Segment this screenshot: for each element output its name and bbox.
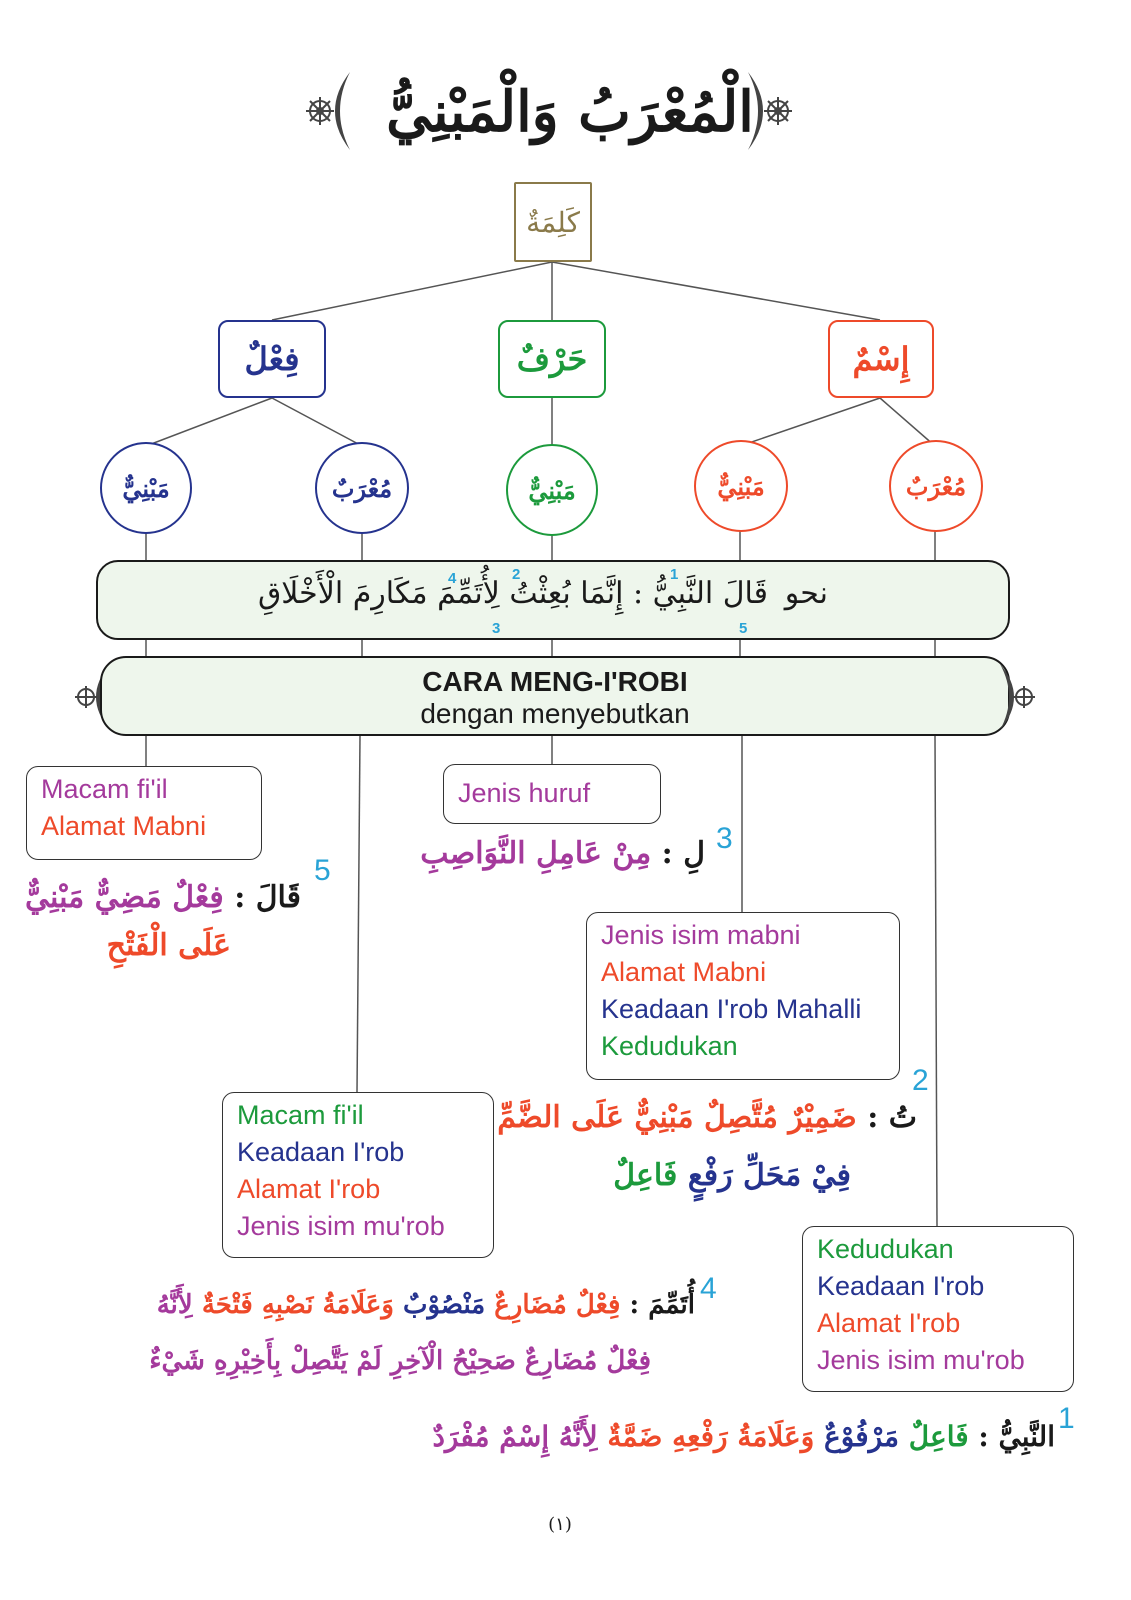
analysis-5-text1: فِعْلٌ مَضِيٌّ مَبْنِيٌّ bbox=[25, 880, 224, 915]
category-node-harf: حَرْفٌ bbox=[498, 320, 606, 398]
title-ornament-right bbox=[730, 66, 800, 156]
leaf-label-harf-mabni: مَبْنِيٌّ bbox=[528, 476, 575, 505]
box-isim-murob-line1: Kedudukan bbox=[817, 1231, 1059, 1268]
analysis-1-line: النَّبِيُّ : فَاعِلٌ مَرْفُوْعٌ وَعَلَام… bbox=[432, 1420, 1055, 1453]
analysis-3-text: مِنْ عَامِلِ النَّوَاصِبِ bbox=[420, 836, 651, 871]
category-node-fiil: فِعْلٌ bbox=[218, 320, 326, 398]
box-fiil-mabni-line1: Macam fi'il bbox=[41, 771, 247, 808]
box-harf: Jenis huruf bbox=[443, 764, 661, 824]
analysis-4-text1c: وَعَلَامَةُ نَصْبِهِ فَتْحَةٌ bbox=[202, 1290, 394, 1320]
example-marker-5: 5 bbox=[739, 620, 747, 637]
analysis-3-line: لِ : مِنْ عَامِلِ النَّوَاصِبِ bbox=[420, 836, 705, 871]
example-marker-3: 3 bbox=[492, 620, 500, 637]
leaf-isim-murob: مُعْرَبٌ bbox=[889, 440, 983, 532]
analysis-5-word: قَالَ : bbox=[234, 880, 301, 915]
leaf-harf-mabni: مَبْنِيٌّ bbox=[506, 444, 598, 536]
root-label: كَلِمَةٌ bbox=[526, 206, 580, 239]
category-label-fiil: فِعْلٌ bbox=[245, 340, 300, 378]
analysis-4-text1d: لِأَنَّهُ bbox=[157, 1290, 193, 1320]
leaf-label-isim-mabni: مَبْنِيٌّ bbox=[717, 472, 764, 501]
box-isim-mabni-line2: Alamat Mabni bbox=[601, 954, 885, 991]
box-fiil-murob-line1: Macam fi'il bbox=[237, 1097, 479, 1134]
example-sentence-pill: نحو قَالَ النَّبِيُّ : إِنَّمَا بُعِثْتُ… bbox=[96, 560, 1010, 640]
analysis-1-number: 1 bbox=[1058, 1402, 1075, 1436]
analysis-2-line1: تُ : ضَمِيْرٌ مُتَّصِلٌ مَبْنِيٌّ عَلَى … bbox=[497, 1100, 917, 1135]
page-title: الْمُعْرَبُ وَالْمَبْنِيُّ bbox=[370, 72, 770, 152]
analysis-4-number: 4 bbox=[700, 1272, 717, 1306]
example-marker-2: 2 bbox=[512, 566, 520, 583]
analysis-1-text3: وَعَلَامَةُ رَفْعِهِ ضَمَّةٌ bbox=[607, 1420, 814, 1453]
box-fiil-murob-line3: Alamat I'rob bbox=[237, 1171, 479, 1208]
analysis-5-number: 5 bbox=[314, 854, 331, 888]
box-isim-mabni: Jenis isim mabni Alamat Mabni Keadaan I'… bbox=[586, 912, 900, 1080]
analysis-1-text4: لِأَنَّهُ إِسْمٌ مُفْرَدٌ bbox=[432, 1420, 597, 1453]
banner-ornament-right bbox=[994, 660, 1044, 734]
box-fiil-murob: Macam fi'il Keadaan I'rob Alamat I'rob J… bbox=[222, 1092, 494, 1258]
banner-subtitle: dengan menyebutkan bbox=[102, 698, 1008, 730]
analysis-4-word: أُتَمِّمَ : bbox=[630, 1290, 695, 1320]
analysis-3-word: لِ : bbox=[662, 836, 705, 871]
analysis-2-text2a: فِيْ مَحَلِّ رَفْعٍ bbox=[688, 1158, 851, 1193]
category-label-harf: حَرْفٌ bbox=[517, 340, 588, 378]
box-isim-murob-line4: Jenis isim mu'rob bbox=[817, 1342, 1059, 1379]
title-ornament-left bbox=[298, 66, 368, 156]
example-nahwu-label: نحو bbox=[785, 576, 828, 611]
analysis-5-line1: قَالَ : فِعْلٌ مَضِيٌّ مَبْنِيٌّ bbox=[25, 880, 301, 915]
banner-title: CARA MENG-I'ROBI bbox=[102, 666, 1008, 698]
box-isim-mabni-line3: Keadaan I'rob Mahalli bbox=[601, 991, 885, 1028]
box-fiil-mabni: Macam fi'il Alamat Mabni bbox=[26, 766, 262, 860]
analysis-4-line1: أُتَمِّمَ : فِعْلٌ مُضَارِعٌ مَنْصُوْبٌ … bbox=[157, 1290, 695, 1320]
box-harf-line1: Jenis huruf bbox=[458, 775, 646, 812]
analysis-1-text2: مَرْفُوْعٌ bbox=[824, 1420, 899, 1453]
analysis-2-text2b: فَاعِلٌ bbox=[613, 1158, 677, 1193]
irob-banner: CARA MENG-I'ROBI dengan menyebutkan bbox=[100, 656, 1010, 736]
analysis-2-text1: ضَمِيْرٌ مُتَّصِلٌ مَبْنِيٌّ عَلَى الضَّ… bbox=[497, 1100, 857, 1135]
box-isim-murob-line3: Alamat I'rob bbox=[817, 1305, 1059, 1342]
analysis-1-text1: فَاعِلٌ bbox=[909, 1420, 969, 1453]
analysis-2-number: 2 bbox=[912, 1064, 929, 1098]
analysis-3-number: 3 bbox=[716, 822, 733, 856]
leaf-fiil-murob: مُعْرَبٌ bbox=[315, 442, 409, 534]
analysis-4-text1b: مَنْصُوْبٌ bbox=[403, 1290, 485, 1320]
category-label-isim: إِسْمٌ bbox=[853, 340, 910, 378]
analysis-2-word: تُ : bbox=[867, 1100, 917, 1135]
box-fiil-murob-line4: Jenis isim mu'rob bbox=[237, 1208, 479, 1245]
page-number: (١) bbox=[530, 1514, 590, 1535]
analysis-2-line2: فِيْ مَحَلِّ رَفْعٍ فَاعِلٌ bbox=[613, 1158, 851, 1193]
root-node-kalimah: كَلِمَةٌ bbox=[514, 182, 592, 262]
box-isim-mabni-line1: Jenis isim mabni bbox=[601, 917, 885, 954]
analysis-5-line2: عَلَى الْفَتْحِ bbox=[107, 928, 231, 963]
leaf-label-fiil-mabni: مَبْنِيٌّ bbox=[122, 474, 169, 503]
leaf-label-fiil-murob: مُعْرَبٌ bbox=[332, 474, 392, 503]
example-marker-1: 1 bbox=[670, 566, 678, 583]
box-fiil-mabni-line2: Alamat Mabni bbox=[41, 808, 247, 845]
analysis-1-word: النَّبِيُّ : bbox=[978, 1420, 1055, 1453]
category-node-isim: إِسْمٌ bbox=[828, 320, 934, 398]
box-fiil-murob-line2: Keadaan I'rob bbox=[237, 1134, 479, 1171]
leaf-fiil-mabni: مَبْنِيٌّ bbox=[100, 442, 192, 534]
analysis-4-line2: فِعْلٌ مُضَارِعٌ صَحِيْحُ الْآخِرِ لَمْ … bbox=[149, 1346, 651, 1376]
leaf-isim-mabni: مَبْنِيٌّ bbox=[694, 440, 788, 532]
analysis-4-text1a: فِعْلٌ مُضَارِعٌ bbox=[494, 1290, 620, 1320]
box-isim-mabni-line4: Kedudukan bbox=[601, 1028, 885, 1065]
leaf-label-isim-murob: مُعْرَبٌ bbox=[906, 472, 966, 501]
box-isim-murob: Kedudukan Keadaan I'rob Alamat I'rob Jen… bbox=[802, 1226, 1074, 1392]
example-marker-4: 4 bbox=[448, 570, 456, 587]
box-isim-murob-line2: Keadaan I'rob bbox=[817, 1268, 1059, 1305]
